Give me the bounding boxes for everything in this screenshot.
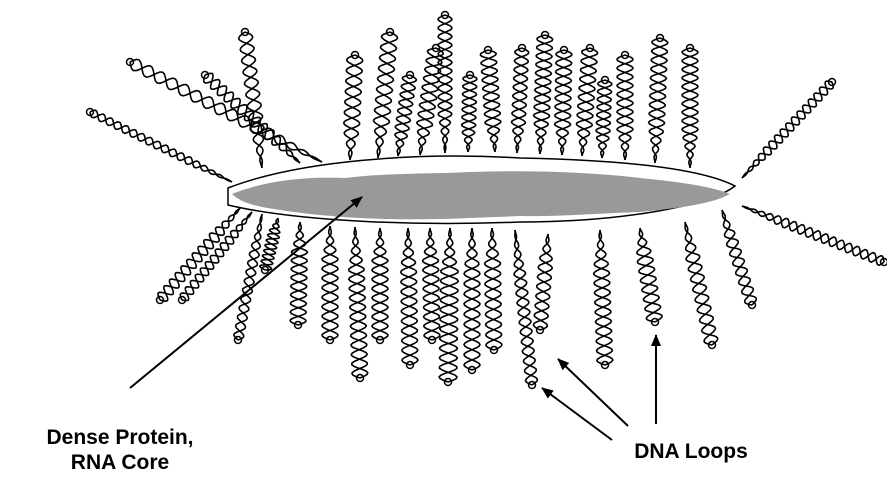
dna-loop-strand	[438, 15, 452, 153]
core-label-line2: RNA Core	[0, 450, 240, 475]
dna-loop-strand	[423, 228, 440, 340]
dna-loop-strand	[722, 210, 756, 305]
dna-loop-strand	[594, 230, 612, 365]
dna-loops-label: DNA Loops	[606, 439, 776, 464]
loops-arrow-left	[542, 388, 612, 440]
dna-loop-strand	[682, 48, 698, 168]
dna-loop-strand	[180, 212, 252, 300]
core-label-line1: Dense Protein,	[0, 425, 240, 450]
dna-loop-strand	[514, 230, 536, 385]
dna-loop-strand	[514, 230, 537, 385]
dna-loop-strand	[722, 210, 753, 305]
dna-loop-strand	[90, 110, 232, 182]
dna-loop-strand	[685, 222, 716, 345]
dna-loop-strand	[485, 228, 502, 350]
dna-loop-strand	[742, 82, 833, 178]
dna-loop-strand	[637, 228, 662, 322]
dna-loop-strand	[742, 206, 884, 265]
dna-loop-strand	[534, 234, 553, 330]
dna-loop-strand	[637, 228, 660, 322]
loops-arrow-middle	[558, 359, 628, 426]
dna-loop-strand	[395, 75, 416, 156]
dna-loop-strand	[439, 228, 458, 382]
core-label: Dense Protein, RNA Core	[0, 425, 240, 475]
pointer-arrows	[130, 197, 656, 440]
dna-loop-strand	[401, 228, 418, 365]
dna-loop-strand	[464, 228, 480, 370]
